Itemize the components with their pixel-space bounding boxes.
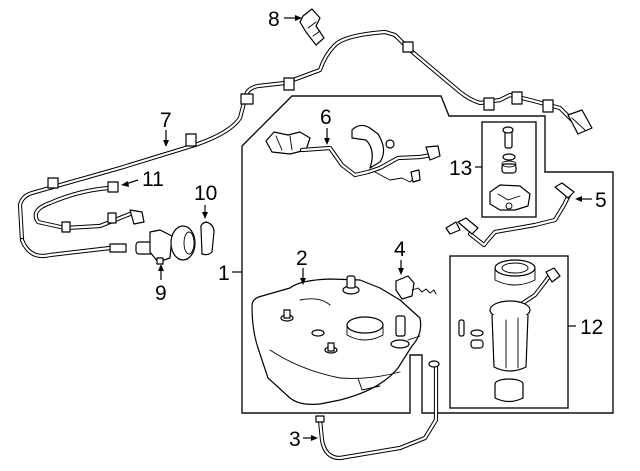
vent-hose-11 [33, 181, 145, 233]
regulator-kit-13 [489, 126, 531, 211]
fuel-line-5 [445, 182, 575, 248]
callout-10: 10 [194, 182, 217, 205]
callout-4: 4 [394, 238, 406, 261]
callout-11: 11 [142, 168, 164, 191]
callout-3: 3 [289, 428, 301, 451]
filler-valve-4 [395, 275, 437, 300]
fuel-pump-12 [458, 259, 561, 403]
vapor-hose-7 [17, 29, 593, 259]
callout-8: 8 [268, 8, 280, 31]
sensor-connector-8 [299, 8, 325, 46]
callout-7: 7 [160, 109, 172, 132]
tank-strap-3 [315, 360, 440, 461]
fuel-tank-2 [251, 275, 422, 405]
pump-9 [135, 225, 196, 265]
leader-lines [121, 15, 592, 441]
callout-13: 13 [449, 157, 472, 180]
callout-2: 2 [296, 247, 308, 270]
callout-5: 5 [595, 189, 607, 212]
callout-1: 1 [218, 262, 230, 285]
callout-9: 9 [155, 282, 167, 305]
callout-6: 6 [320, 106, 332, 129]
harness-6 [265, 124, 441, 183]
filter-10 [200, 221, 215, 256]
callout-12: 12 [580, 316, 603, 339]
